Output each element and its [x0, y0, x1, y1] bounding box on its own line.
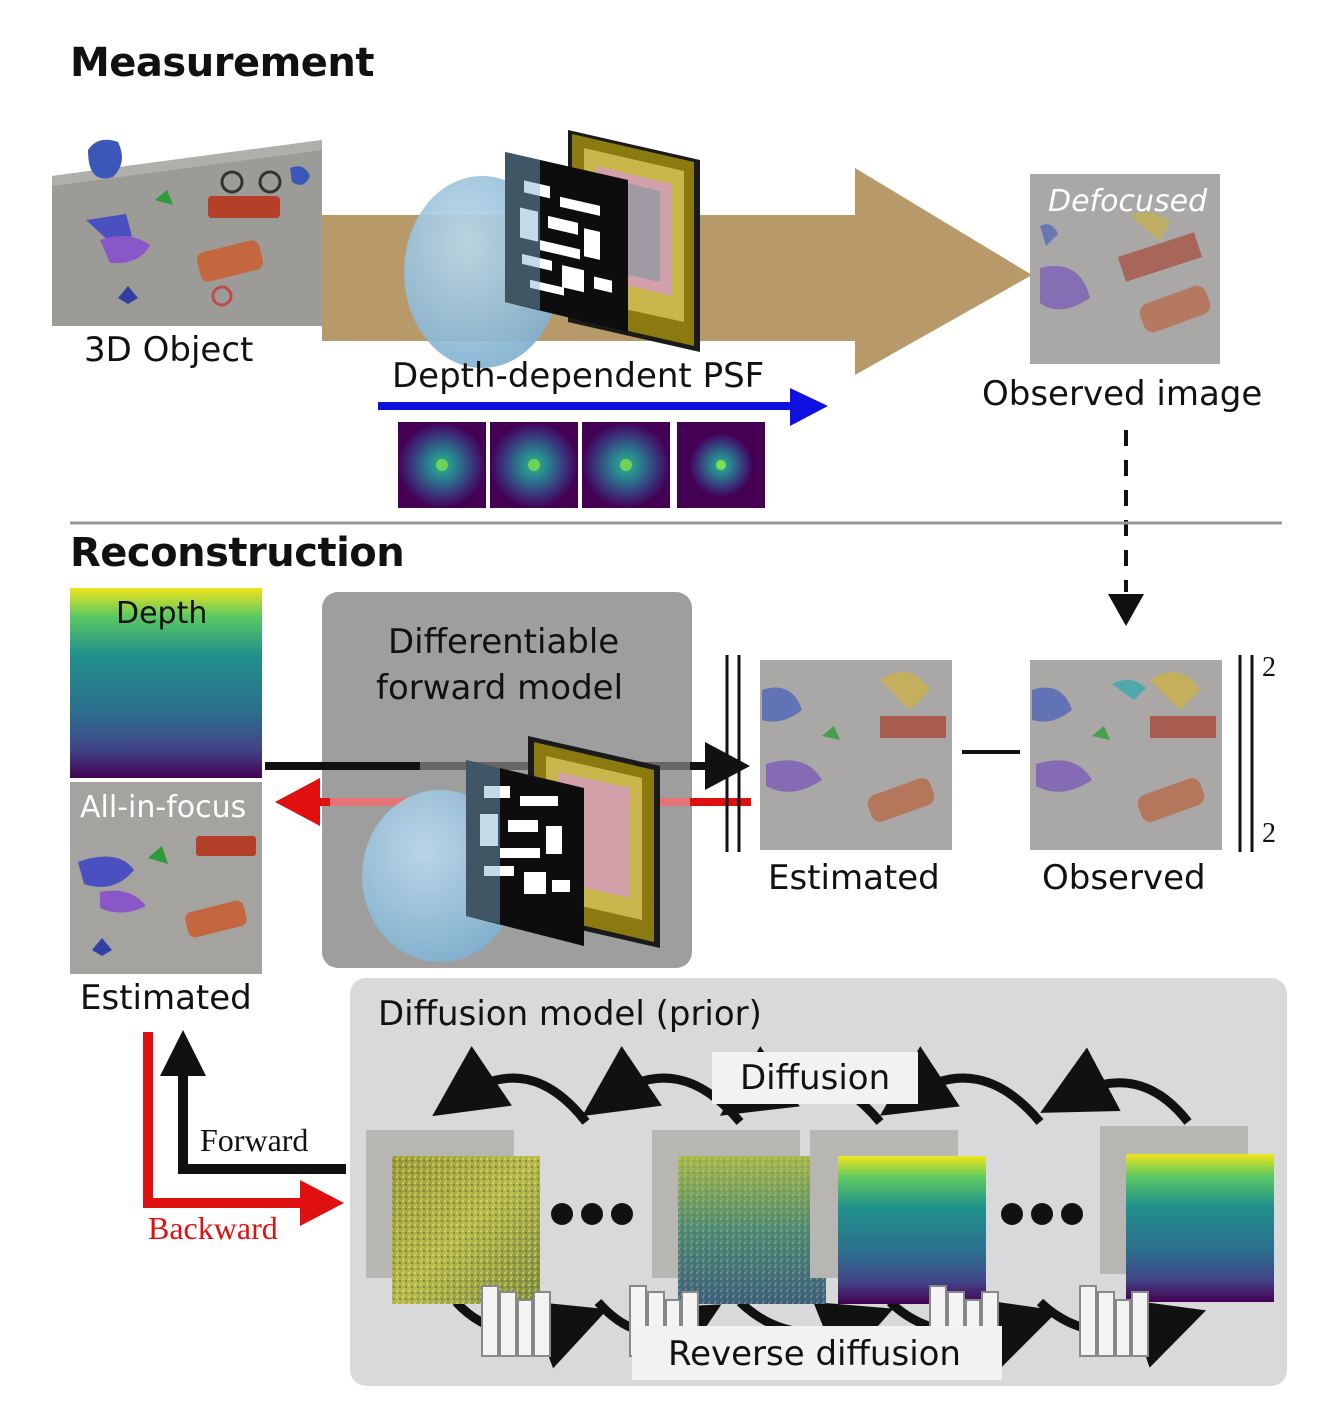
- diffusion-label: Diffusion: [740, 1058, 891, 1098]
- psf-tiles: [398, 422, 765, 508]
- psf-depth-arrow: [378, 388, 828, 426]
- all-in-focus-image: [70, 782, 262, 974]
- diffusion-label-box: [712, 1052, 918, 1104]
- object-label: 3D Object: [84, 330, 254, 370]
- coded-mask: [505, 152, 628, 332]
- estimated-label: Estimated: [768, 858, 940, 898]
- forward-backward-arrows: [143, 1030, 346, 1226]
- denoiser-network-icons: [481, 1285, 1149, 1357]
- forward-model-title-line1: Differentiable: [388, 622, 620, 662]
- observed-image-label: Observed image: [982, 374, 1263, 414]
- defocused-label: Defocused: [1048, 184, 1208, 219]
- observation-dashed-arrow: [1108, 430, 1144, 626]
- observed-label: Observed: [1042, 858, 1206, 898]
- norm-subscript: 2: [1262, 818, 1276, 849]
- depth-label: Depth: [116, 596, 208, 631]
- depth-map: [70, 588, 262, 778]
- ellipsis-dots: [551, 1203, 1083, 1225]
- diffusion-step-images: [366, 1126, 1274, 1304]
- norm-superscript: 2: [1262, 652, 1276, 683]
- estimated-left-label: Estimated: [80, 978, 252, 1018]
- all-in-focus-label: All-in-focus: [80, 790, 247, 825]
- measurement-heading: Measurement: [70, 40, 374, 86]
- backward-label: Backward: [148, 1210, 278, 1246]
- psf-label: Depth-dependent PSF: [392, 356, 765, 396]
- norm-bars: [725, 655, 1254, 852]
- forward-label: Forward: [200, 1122, 309, 1158]
- reconstruction-heading: Reconstruction: [70, 530, 405, 576]
- diffusion-panel-title: Diffusion model (prior): [378, 994, 762, 1034]
- reverse-diffusion-label: Reverse diffusion: [668, 1334, 961, 1374]
- forward-model-title-line2: forward model: [376, 668, 624, 708]
- estimated-measurement-image: [760, 660, 952, 850]
- model-coded-mask: [466, 760, 584, 946]
- defocused-image: [1030, 174, 1220, 364]
- scene-3d-object: [52, 139, 322, 326]
- reverse-diffusion-label-box: [632, 1326, 1002, 1380]
- observed-measurement-image: [1030, 660, 1222, 850]
